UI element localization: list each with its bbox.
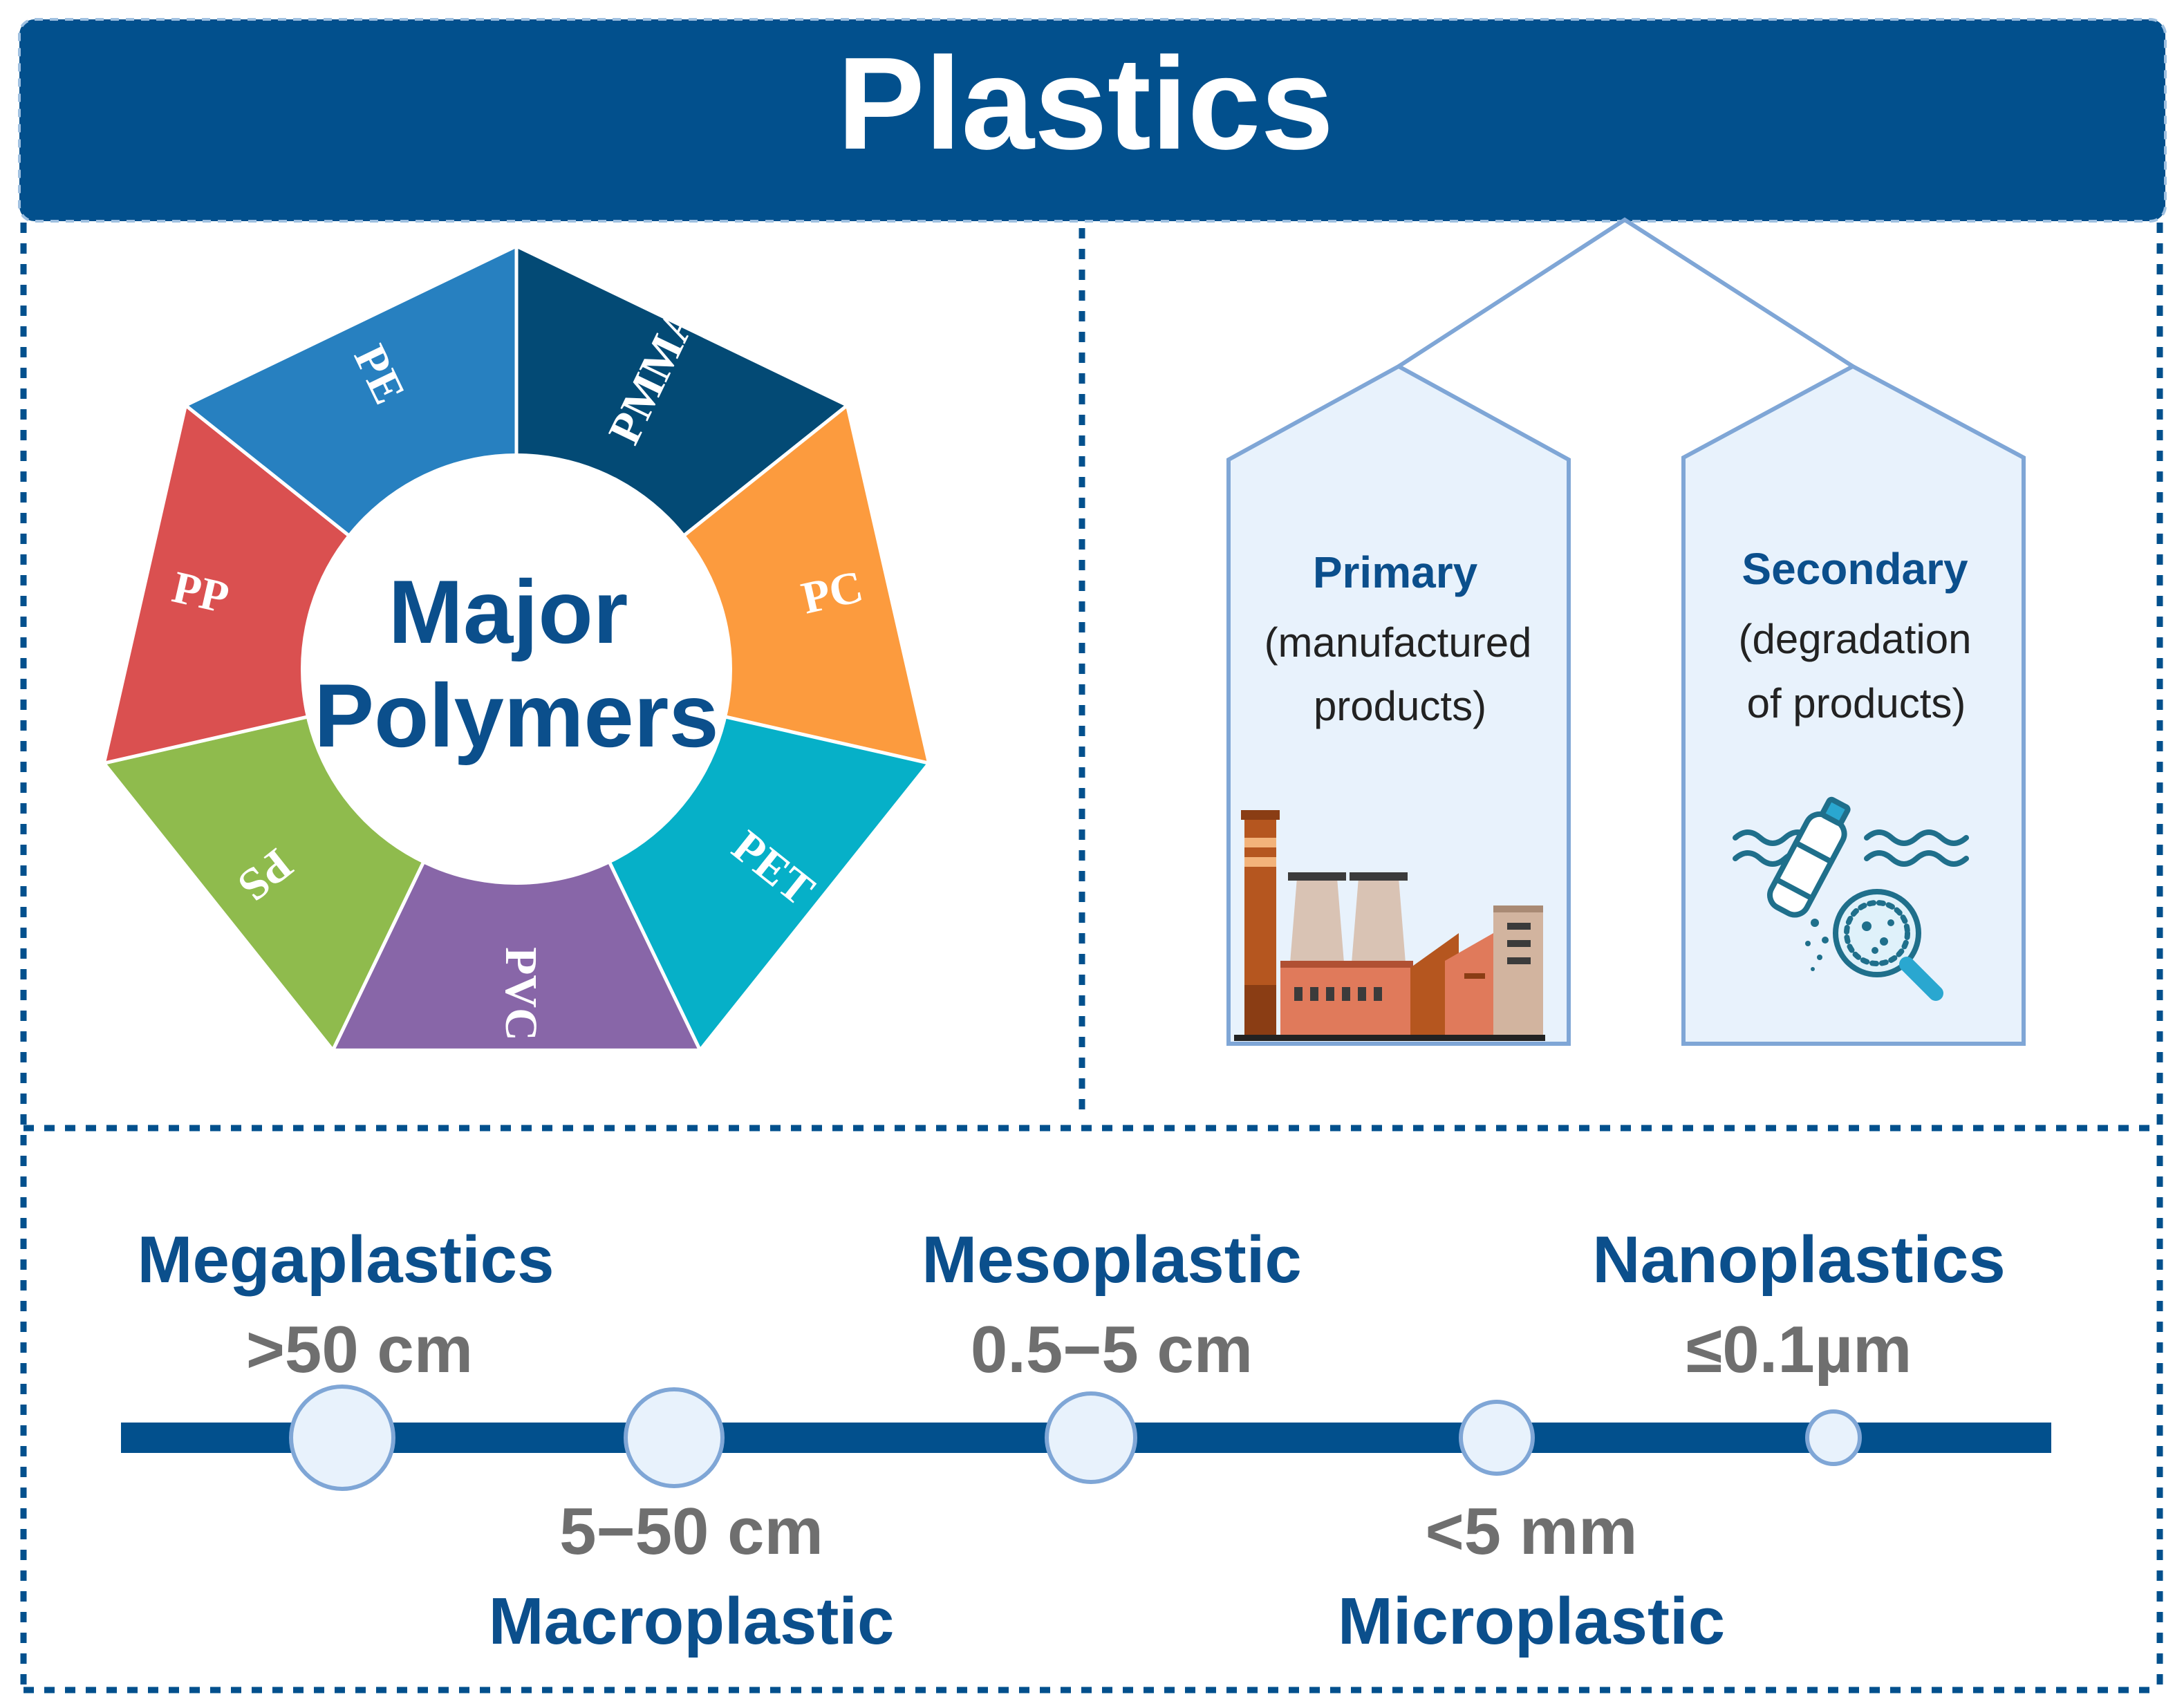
macroplastic-marker (624, 1387, 725, 1488)
primary-title: Primary (1313, 547, 1478, 597)
primary-panel: Primary (manufactured products) (1226, 364, 1571, 1046)
macroplastic-label: Macroplastic (489, 1584, 895, 1658)
wheel-center (301, 453, 732, 885)
secondary-desc-line1: (degradation (1739, 616, 1972, 662)
wheel-label-pp: PP (168, 562, 234, 623)
wheel-label-pvc: PVC (496, 947, 546, 1041)
mesoplastic-marker (1045, 1391, 1137, 1484)
secondary-desc-line2: of products) (1747, 680, 1966, 726)
wheel-center-line1: Major (389, 561, 628, 662)
primary-desc-line2: products) (1314, 683, 1486, 729)
panel-borders (20, 223, 2163, 1693)
page-title: Plastics (837, 30, 1334, 177)
mesoplastic-label: Mesoplastic (922, 1223, 1302, 1297)
header-banner: Plastics (18, 18, 2167, 223)
megaplastics-label: Megaplastics (138, 1223, 554, 1297)
microplastic-label: Microplastic (1338, 1584, 1725, 1658)
macroplastic-range: 5−50 cm (559, 1494, 823, 1568)
megaplastics-range: >50 cm (246, 1313, 473, 1387)
secondary-title: Secondary (1742, 544, 1968, 594)
nanoplastics-range: ≤0.1µm (1686, 1313, 1912, 1387)
primary-desc-line1: (manufactured (1264, 619, 1532, 666)
nanoplastics-marker (1805, 1409, 1862, 1466)
microplastic-range: <5 mm (1426, 1494, 1638, 1568)
source-tree-connector (1397, 217, 1854, 368)
mesoplastic-range: 0.5−5 cm (971, 1313, 1253, 1387)
secondary-panel: Secondary (degradation of products) (1681, 364, 2026, 1046)
megaplastics-marker (289, 1385, 395, 1491)
bottle-degradation-icon (1733, 796, 1969, 1001)
nanoplastics-label: Nanoplastics (1592, 1223, 2006, 1297)
size-scale: Megaplastics >50 cm Macroplastic 5−50 cm Mes… (121, 1223, 2051, 1658)
factory-icon (1234, 810, 1545, 1041)
wheel-center-line2: Polymers (314, 665, 718, 766)
microplastic-marker (1459, 1400, 1535, 1476)
